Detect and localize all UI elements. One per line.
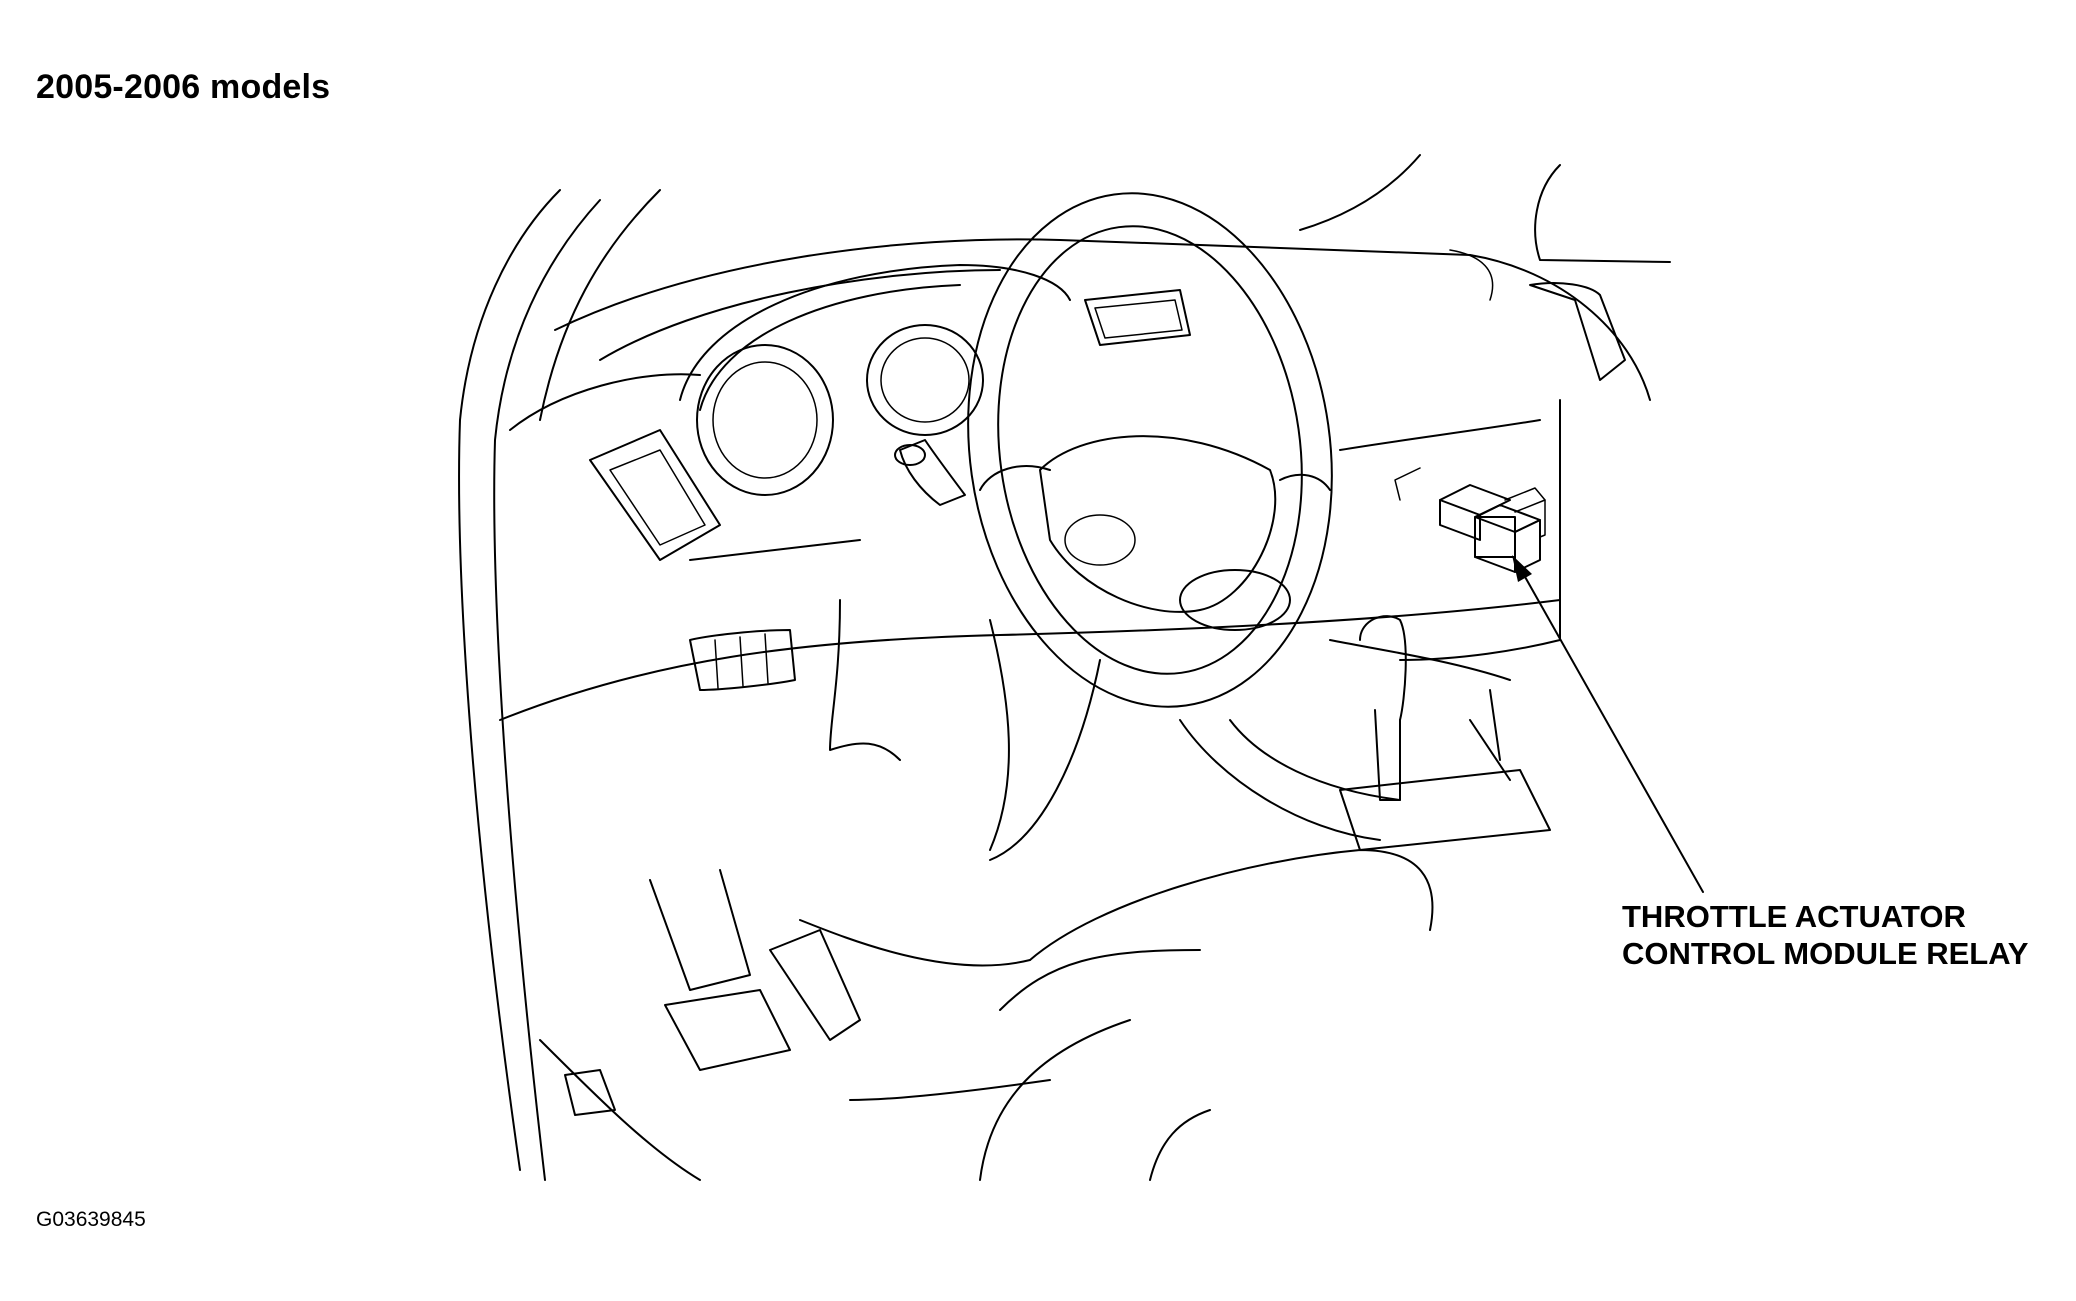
switch-panel bbox=[689, 629, 796, 691]
windshield-lines bbox=[1299, 154, 1671, 301]
gear-shifter bbox=[1339, 615, 1551, 851]
callout-line-1: THROTTLE ACTUATOR bbox=[1622, 899, 1966, 934]
instrument-cluster bbox=[679, 264, 1071, 561]
left-air-vent bbox=[589, 429, 721, 561]
seat bbox=[799, 849, 1434, 1181]
steering-wheel bbox=[967, 192, 1333, 708]
callout-arrow bbox=[1512, 555, 1704, 893]
relay-callout-label: THROTTLE ACTUATOR CONTROL MODULE RELAY bbox=[1622, 898, 2028, 972]
pedals bbox=[564, 869, 861, 1116]
diagram-title: 2005-2006 models bbox=[36, 68, 331, 106]
right-air-vent bbox=[1529, 282, 1626, 381]
steering-column bbox=[829, 439, 1101, 861]
figure-id: G03639845 bbox=[36, 1208, 146, 1231]
dashboard-lower bbox=[499, 399, 1561, 841]
center-air-vent bbox=[1084, 289, 1191, 346]
floor-outline bbox=[539, 689, 1511, 1181]
dashboard-top bbox=[509, 238, 1651, 431]
throttle-relay-icon bbox=[1394, 467, 1546, 573]
a-pillar bbox=[458, 189, 661, 1181]
callout-line-2: CONTROL MODULE RELAY bbox=[1622, 936, 2029, 971]
